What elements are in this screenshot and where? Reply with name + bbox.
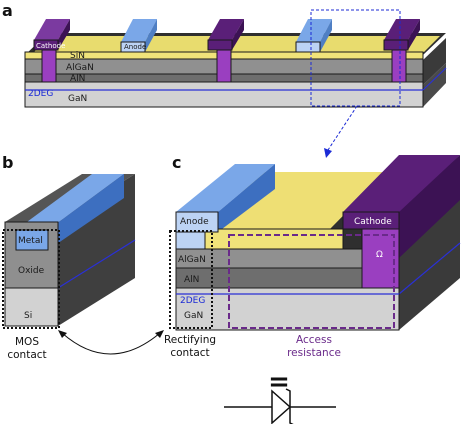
link-arrow-curve [61,332,161,355]
panel-a-anode-2 [295,19,332,53]
panel-a-cathode-3 [383,19,420,83]
panel-c-access-box [228,234,395,329]
panel-c-2deg-label: 2DEG [180,296,205,306]
panel-a-sin-label: SiN [70,51,85,61]
panel-c-sin-layer [204,228,344,250]
diode-symbol: = [224,367,336,424]
panel-c-cathode-side [399,155,460,258]
link-arrow-head-left [58,330,67,338]
panel-b-si-label: Si [24,311,32,321]
panel-a-cathode-2 [207,19,244,83]
panel-a-gan-label: GaN [68,94,87,104]
panel-c-access-caption-1: Access [296,334,332,346]
panel-c-anode-step [175,231,206,250]
panel-c-gan-label: GaN [184,311,203,321]
zoom-arrow-line [327,105,358,151]
panel-b-si-layer [4,287,59,327]
panel-a-algan-label: AlGaN [66,63,94,73]
link-arrow [58,330,164,355]
panel-c-rect-caption-2: contact [170,347,209,359]
panel-b-oxide-label: Oxide [18,266,45,276]
panel-c-algan-label: AlGaN [178,255,206,265]
panel-c-anode-label: Anode [180,217,209,227]
panel-c-cathode-top [343,155,460,212]
panel-a-anode-label: Anode [124,43,146,51]
panel-c-anode-top [176,164,275,212]
panel-b-caption-2: contact [7,349,46,361]
diode-triangle-icon [271,389,292,424]
panel-c-rect-caption-1: Rectifying [164,334,216,346]
panel-c-gan-layer [175,287,400,331]
panel-b-metal-top [16,174,124,230]
panel-b-metal-label: Metal [18,236,43,246]
panel-c: c Anode Cathode Ω AlGaN AlN 2DEG GaN [164,153,461,359]
panel-a-anode-1 [120,19,157,53]
panel-a-cathode-label: Cathode [36,42,65,50]
panel-c-access-caption-2: resistance [287,347,341,359]
panel-a-cathode-1 [33,19,70,83]
panel-c-letter: c [172,153,181,172]
panel-a-gan-layer [24,81,424,108]
panel-b-metal-side [48,174,124,250]
zoom-arrow-head [324,148,332,158]
panel-b-caption-1: MOS [15,336,39,348]
panel-b: b Metal Oxide Si MOS contact [2,153,136,361]
panel-c-anode-side [218,164,275,232]
panel-a: a [2,1,447,158]
panel-c-cathode-label: Cathode [354,217,392,227]
panel-c-ohm-label: Ω [376,250,383,260]
panel-a-zoom-box [310,9,401,107]
panel-a-aln-label: AlN [70,74,85,84]
panel-c-ohmic-region [361,228,400,289]
panel-c-side-face [399,197,460,330]
panel-a-2deg-label: 2DEG [28,89,53,99]
link-arrow-head-right [155,330,164,338]
panel-c-rectifying-box [169,230,213,329]
panel-a-side-face [423,38,446,85]
panel-b-letter: b [2,153,13,172]
panel-a-letter: a [2,1,13,20]
panel-b-mos-box [2,229,60,329]
equals-sign: = [268,367,290,397]
panel-c-aln-label: AlN [184,275,199,285]
